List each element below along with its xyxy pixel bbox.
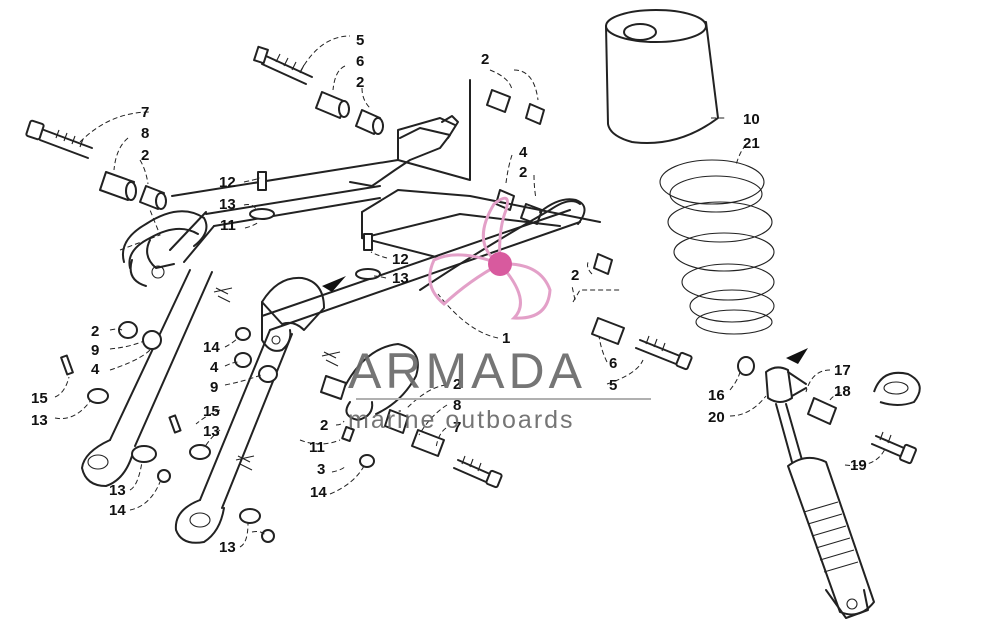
callout: 13 <box>392 270 409 287</box>
armada-logo-icon <box>428 196 552 320</box>
callout: 13 <box>31 412 48 429</box>
callout: 13 <box>109 482 126 499</box>
callout: 2 <box>571 267 579 284</box>
callout: 2 <box>320 417 328 434</box>
watermark-brand: ARMADA <box>348 343 586 399</box>
callout: 6 <box>356 53 364 70</box>
callout: 4 <box>210 359 219 376</box>
bracket-lower <box>339 343 419 421</box>
callout: 12 <box>392 251 409 268</box>
callout: 2 <box>519 164 527 181</box>
callout: 19 <box>850 457 867 474</box>
bolt-lower <box>453 455 503 489</box>
callout: 10 <box>743 111 760 128</box>
callout: 4 <box>519 144 528 161</box>
callout: 1 <box>502 330 510 347</box>
callout: 15 <box>31 390 48 407</box>
bushing-2a <box>355 109 384 135</box>
callout: 8 <box>453 397 461 414</box>
bump-stop <box>605 9 719 144</box>
callout: 2 <box>453 376 461 393</box>
callout: 5 <box>356 32 364 49</box>
bracket-left <box>122 210 208 279</box>
bolt-left <box>25 119 93 159</box>
watermark: ARMADA marine outboards <box>348 196 651 434</box>
callout: 20 <box>708 409 725 426</box>
callout: 7 <box>141 104 149 121</box>
shock-absorber <box>737 348 875 619</box>
callout: 7 <box>453 419 461 436</box>
callout: 2 <box>481 51 489 68</box>
callout: 13 <box>219 196 236 213</box>
callout: 9 <box>91 342 99 359</box>
callout: 6 <box>609 355 617 372</box>
callout: 14 <box>310 484 327 501</box>
rail-arm-left <box>81 185 381 487</box>
bushing-6a <box>315 91 350 119</box>
callout: 11 <box>309 439 325 456</box>
saddle-bracket <box>261 276 346 352</box>
callout: 14 <box>203 339 220 356</box>
parts-drawing <box>25 9 921 619</box>
callout: 12 <box>219 174 236 191</box>
callout: 17 <box>834 362 851 379</box>
callout: 2 <box>91 323 99 340</box>
callout: 16 <box>708 387 725 404</box>
bolt-top <box>253 45 313 85</box>
coil-spring <box>659 159 775 335</box>
bolt-right <box>635 335 693 371</box>
callout: 4 <box>91 361 100 378</box>
callout: 14 <box>109 502 126 519</box>
callout: 3 <box>317 461 325 478</box>
callout: 9 <box>210 379 218 396</box>
callout: 18 <box>834 383 851 400</box>
callout: 2 <box>356 74 364 91</box>
watermark-tagline: marine outboards <box>348 406 575 434</box>
frame-upper <box>171 79 601 259</box>
callout: 2 <box>141 147 149 164</box>
callout: 21 <box>743 135 760 152</box>
callout: 5 <box>609 377 617 394</box>
snap-ring <box>873 371 921 406</box>
bushing-8a <box>99 171 137 201</box>
bushing-2c <box>139 185 167 210</box>
callout: 13 <box>219 539 236 556</box>
callout: 8 <box>141 125 149 142</box>
callout: 13 <box>203 423 220 440</box>
callout: 15 <box>203 403 220 420</box>
bolt-shock <box>871 431 917 465</box>
callout-labels: 5 6 2 2 7 8 2 12 13 11 4 2 12 13 2 10 21… <box>31 32 867 556</box>
callout: 11 <box>220 217 236 234</box>
